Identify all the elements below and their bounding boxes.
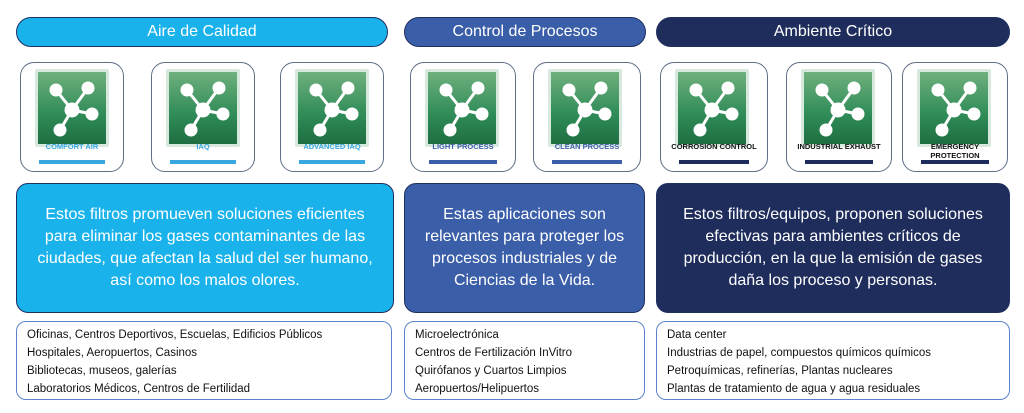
list-item: Industrias de papel, compuestos químicos…	[667, 347, 931, 359]
product-bar	[921, 160, 989, 164]
product-label: CLEAN PROCESS	[554, 142, 620, 151]
list-item: Quirófanos y Cuartos Limpios	[415, 365, 567, 377]
list-item: Microelectrónica	[415, 329, 499, 341]
product-bar	[552, 160, 622, 164]
list-item: Petroquímicas, refinerías, Plantas nucle…	[667, 365, 893, 377]
list-item: Laboratorios Médicos, Centros de Fertili…	[27, 383, 251, 395]
product-label: IAQ	[196, 142, 210, 151]
description-aire-de-calidad: Estos filtros promueven soluciones efici…	[16, 183, 394, 313]
list-item: Hospitales, Aeropuertos, Casinos	[27, 347, 198, 359]
applications-ambiente-critico: Data center Industrias de papel, compues…	[656, 321, 1010, 400]
product-label: LIGHT PROCESS	[432, 142, 494, 151]
list-item: Bibliotecas, museos, galerías	[27, 365, 177, 377]
list-item: Data center	[667, 329, 727, 341]
product-label: ADVANCED IAQ	[303, 142, 361, 151]
list-item: Aeropuertos/Helipuertos	[415, 383, 540, 395]
applications-aire-de-calidad: Oficinas, Centros Deportivos, Escuelas, …	[16, 321, 392, 400]
list-item: Plantas de tratamiento de agua y agua re…	[667, 383, 921, 395]
product-card-light-process: LIGHT PROCESS	[410, 62, 516, 172]
product-card-corrosion-control: CORROSION CONTROL	[660, 62, 768, 172]
product-card-iaq: IAQ	[151, 62, 255, 172]
description-control-de-procesos: Estas aplicaciones son relevantes para p…	[404, 183, 645, 313]
product-card-clean-process: CLEAN PROCESS	[533, 62, 641, 172]
product-card-comfort-air: COMFORT AIR	[20, 62, 124, 172]
product-bar	[679, 160, 749, 164]
product-bar	[39, 160, 105, 164]
molecule-icon	[166, 69, 240, 147]
molecule-icon	[917, 69, 991, 147]
molecule-icon	[35, 69, 109, 147]
applications-control-de-procesos: Microelectrónica Centros de Fertilizació…	[404, 321, 645, 400]
header-ambiente-critico: Ambiente Crítico	[656, 17, 1010, 47]
description-text: Estas aplicaciones son relevantes para p…	[424, 206, 625, 289]
header-control-de-procesos: Control de Procesos	[404, 17, 646, 47]
product-label: COMFORT AIR	[45, 142, 99, 151]
list-item: Oficinas, Centros Deportivos, Escuelas, …	[27, 329, 323, 341]
product-label: CORROSION CONTROL	[671, 142, 757, 151]
molecule-icon	[801, 69, 875, 147]
product-label: EMERGENCY PROTECTION	[930, 142, 980, 160]
molecule-icon	[425, 69, 499, 147]
description-ambiente-critico: Estos filtros/equipos, proponen solucion…	[656, 183, 1010, 313]
product-card-advanced-iaq: ADVANCED IAQ	[280, 62, 384, 172]
product-bar	[299, 160, 365, 164]
list-item: Centros de Fertilización InVitro	[415, 347, 573, 359]
product-card-industrial-exhaust: INDUSTRIAL EXHAUST	[786, 62, 892, 172]
product-bar	[805, 160, 873, 164]
molecule-icon	[675, 69, 749, 147]
header-aire-de-calidad: Aire de Calidad	[16, 17, 388, 47]
product-bar	[170, 160, 236, 164]
product-card-emergency-protection: EMERGENCY PROTECTION	[902, 62, 1008, 172]
molecule-icon	[295, 69, 369, 147]
product-label: INDUSTRIAL EXHAUST	[797, 142, 881, 151]
description-text: Estos filtros/equipos, proponen solucion…	[683, 206, 983, 289]
product-bar	[429, 160, 497, 164]
molecule-icon	[548, 69, 622, 147]
description-text: Estos filtros promueven soluciones efici…	[37, 206, 373, 289]
